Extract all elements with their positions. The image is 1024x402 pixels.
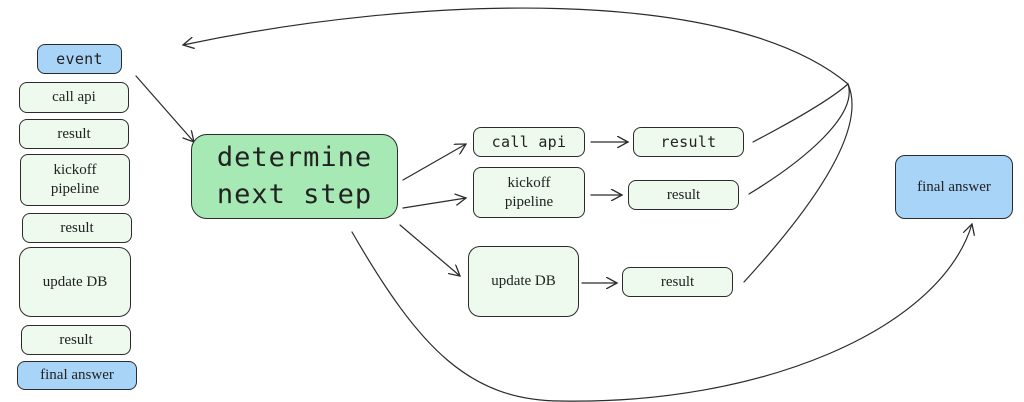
final-answer-label: final answer bbox=[917, 178, 991, 195]
sidebar-item-result-2: result bbox=[22, 213, 132, 243]
branch-kickoff-result: result bbox=[628, 180, 739, 210]
arrow-decision-to-update-db bbox=[399, 224, 460, 276]
sidebar-item-label: result bbox=[57, 125, 91, 142]
branch-label: kickoff pipeline bbox=[504, 174, 554, 210]
sidebar-item-label: result bbox=[59, 331, 93, 348]
branch-kickoff-pipeline: kickoff pipeline bbox=[473, 167, 585, 218]
decision-label: determine next step bbox=[216, 142, 373, 210]
branch-update-db-result: result bbox=[622, 267, 733, 297]
sidebar-item-final-answer: final answer bbox=[17, 361, 137, 390]
sidebar-item-label: final answer bbox=[40, 367, 114, 384]
branch-result-label: result bbox=[666, 186, 701, 203]
loop-result-1 bbox=[752, 83, 849, 143]
branch-call-api: call api bbox=[473, 127, 585, 157]
sidebar-item-label: kickoff pipeline bbox=[50, 162, 100, 197]
branch-label: call api bbox=[491, 132, 567, 151]
sidebar-item-result-3: result bbox=[21, 325, 131, 355]
sidebar-item-result-1: result bbox=[19, 119, 129, 149]
arrow-decision-to-kickoff bbox=[402, 198, 466, 209]
sidebar-item-label: result bbox=[60, 219, 94, 236]
branch-result-label: result bbox=[660, 132, 717, 151]
loop-result-2 bbox=[748, 83, 850, 195]
branch-call-api-result: result bbox=[633, 127, 744, 157]
sidebar-item-call-api: call api bbox=[19, 82, 129, 113]
sidebar-item-label: update DB bbox=[42, 273, 108, 290]
branch-result-label: result bbox=[660, 273, 695, 290]
sidebar-item-label: call api bbox=[52, 89, 96, 106]
loop-back-to-event bbox=[183, 7, 849, 85]
branch-label: update DB bbox=[491, 273, 556, 290]
sidebar-item-update-db: update DB bbox=[19, 247, 131, 317]
final-answer-node: final answer bbox=[895, 155, 1013, 219]
sidebar-item-event: event bbox=[37, 44, 122, 74]
sidebar-item-label: event bbox=[56, 49, 103, 68]
arrow-event-to-decision bbox=[135, 75, 194, 142]
arrow-decision-to-call-api bbox=[402, 144, 466, 181]
branch-update-db: update DB bbox=[468, 246, 579, 317]
decision-node: determine next step bbox=[191, 134, 398, 219]
arrow-decision-to-final-answer bbox=[351, 224, 972, 402]
sidebar-item-kickoff-pipeline: kickoff pipeline bbox=[20, 154, 130, 206]
loop-result-3 bbox=[743, 83, 853, 283]
